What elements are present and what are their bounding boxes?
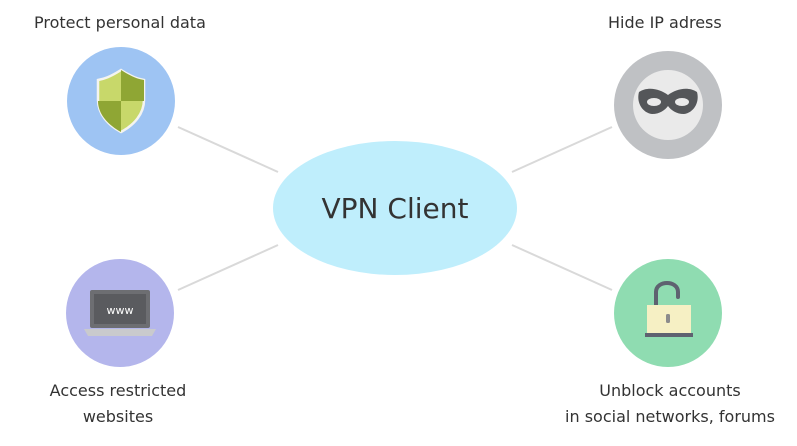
center-ellipse (273, 141, 517, 275)
label-protect-line-1: Protect personal data (34, 13, 206, 32)
label-access: Access restricted websites (48, 378, 188, 430)
label-hide-ip: Hide IP adress (608, 10, 722, 36)
laptop-screen-text: www (107, 304, 134, 317)
mask-icon (638, 88, 698, 114)
connector-protect (177, 126, 279, 173)
node-unblock (614, 259, 722, 367)
shield-icon (96, 68, 146, 134)
connector-unblock (511, 244, 613, 291)
label-unblock-line-1: Unblock accounts (599, 381, 741, 400)
connector-access (177, 244, 279, 291)
label-access-line-2: websites (82, 407, 154, 426)
label-hide-ip-line-1: Hide IP adress (608, 13, 722, 32)
node-access: www (66, 259, 174, 367)
label-unblock-line-2: in social networks, forums (565, 407, 775, 426)
laptop-icon: www (84, 290, 156, 336)
label-access-line-1: Access restricted (49, 381, 187, 400)
label-protect: Protect personal data (34, 10, 206, 36)
padlock-icon (645, 281, 693, 337)
node-protect (67, 47, 175, 155)
node-hide-ip (614, 51, 722, 159)
center-label: VPN Client (321, 191, 469, 225)
connector-hide-ip (511, 126, 613, 173)
label-unblock: Unblock accounts in social networks, for… (560, 378, 780, 430)
